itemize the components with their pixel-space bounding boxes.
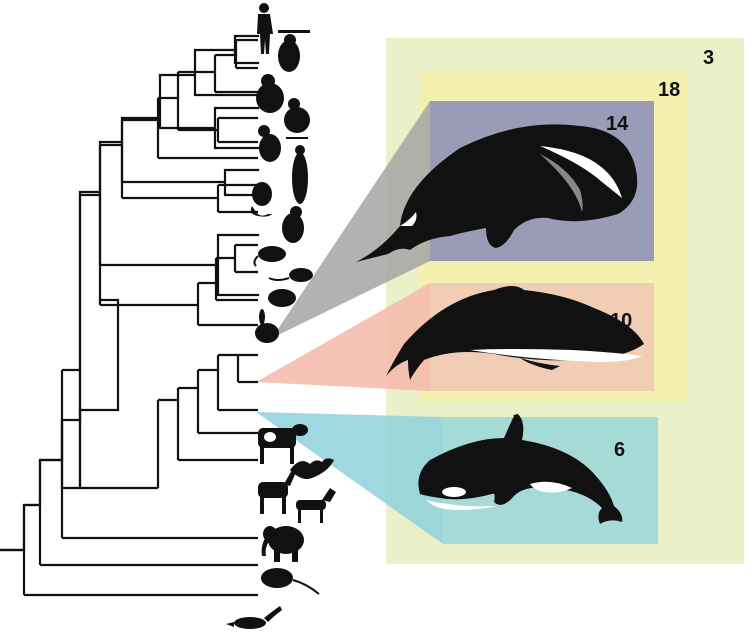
phylogenetic-tree [0, 34, 260, 552]
human-icon [257, 3, 273, 54]
gibbon-icon [286, 137, 308, 204]
elephant-icon [261, 526, 304, 562]
dog-icon [296, 488, 336, 523]
cow-icon [258, 424, 308, 464]
tree-branches [0, 38, 258, 597]
panel-label-3: 3 [703, 47, 714, 69]
gorilla-icon [256, 74, 284, 113]
rabbit-icon [255, 309, 279, 343]
marmoset-icon [250, 182, 272, 217]
chimpanzee-icon [278, 30, 310, 72]
wedge-mid [256, 283, 430, 391]
lemur-icon [282, 206, 304, 243]
horse-icon [258, 470, 296, 514]
rat-icon [253, 246, 286, 267]
wedge-low [256, 412, 443, 544]
opossum-icon [261, 568, 320, 595]
platypus-icon [226, 606, 282, 629]
taxa-silhouettes [226, 3, 336, 629]
bowhead-whale-icon [356, 124, 638, 262]
wedge-top [272, 101, 430, 338]
guinea-pig-icon [268, 289, 296, 307]
mouse-icon [268, 268, 313, 282]
bat-icon [290, 458, 334, 479]
orca-icon [418, 414, 623, 524]
macaque-icon [258, 125, 281, 162]
panel-label-14: 14 [606, 113, 629, 135]
panel-label-18: 18 [658, 79, 680, 101]
panel-label-6: 6 [614, 439, 625, 461]
minke-whale-icon [386, 286, 644, 380]
orangutan-icon [284, 98, 310, 133]
